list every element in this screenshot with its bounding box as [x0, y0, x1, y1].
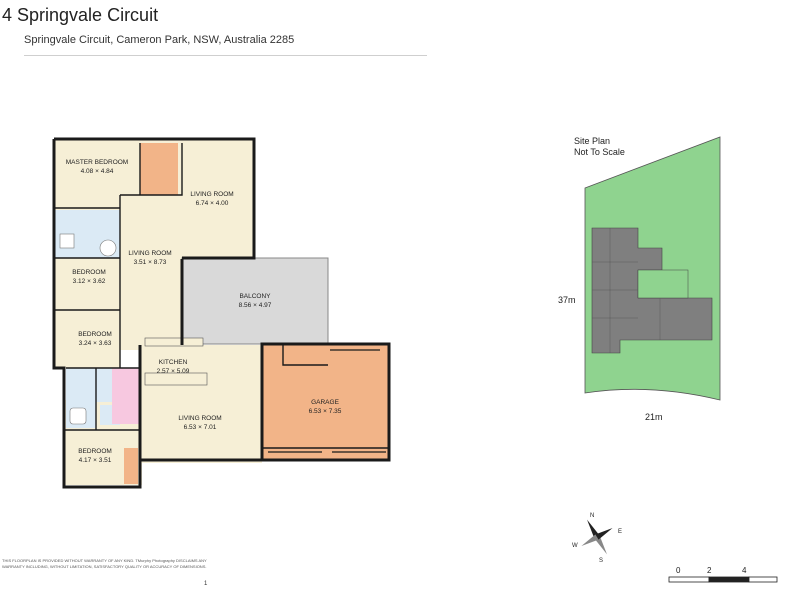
scale-label-4: 4: [742, 566, 747, 575]
living-room-mid-area: [120, 195, 182, 350]
living-room-top-name: LIVING ROOM: [190, 191, 233, 198]
garage-name: GARAGE: [311, 399, 339, 406]
site-balcony: [637, 269, 689, 299]
site-plan-title: Site Plan: [574, 136, 611, 146]
garage-corner: [262, 344, 283, 364]
disclaimer-line-2: WARRANTY INCLUDING, WITHOUT LIMITATION, …: [2, 564, 207, 569]
bedroom-2-name: BEDROOM: [72, 269, 106, 276]
balcony-area: [181, 257, 329, 345]
bathroom: [66, 368, 120, 402]
kitchen-island: [144, 372, 208, 386]
compass-n: N: [590, 513, 594, 519]
kitchen-bench: [144, 337, 204, 347]
internal-walls: [54, 143, 389, 449]
bath-fixture: [69, 407, 87, 425]
header-divider: [24, 55, 427, 56]
bedroom-4-dims: 4.17 × 3.51: [79, 457, 112, 464]
living-room-mid-name: LIVING ROOM: [128, 250, 171, 257]
site-depth-label: 37m: [558, 295, 576, 305]
walls: [52, 137, 391, 489]
compass-w: W: [572, 543, 578, 549]
scale-label-2: 2: [707, 566, 712, 575]
disclaimer-line-1: THIS FLOORPLAN IS PROVIDED WITHOUT WARRA…: [2, 558, 207, 563]
page-title: 4 Springvale Circuit: [2, 5, 159, 25]
disclaimer: THIS FLOORPLAN IS PROVIDED WITHOUT WARRA…: [2, 558, 207, 570]
scale-label-0: 0: [676, 566, 681, 575]
bedroom-4-name: BEDROOM: [78, 448, 112, 455]
scale-bar: [668, 576, 778, 583]
kitchen-dims: 2.57 × 5.09: [157, 368, 190, 375]
compass-s: S: [599, 558, 603, 564]
bedroom-3-name: BEDROOM: [78, 331, 112, 338]
site-plan-subtitle: Not To Scale: [574, 147, 625, 157]
property-address: Springvale Circuit, Cameron Park, NSW, A…: [24, 34, 295, 46]
bedroom-2-area: [54, 258, 120, 310]
master-bedroom-dims: 4.08 × 4.84: [81, 168, 114, 175]
living-room-bottom-area: [140, 345, 262, 463]
page-number: 1: [204, 581, 208, 587]
ensuite-shower-fixture: [59, 233, 75, 249]
living-room-top-dims: 6.74 × 4.00: [196, 200, 229, 207]
bedroom-3-dims: 3.24 × 3.63: [79, 340, 112, 347]
living-room-bottom-dims: 6.53 × 7.01: [184, 424, 217, 431]
hallway: [112, 368, 140, 424]
living-room-mid-dims: 3.51 × 8.73: [134, 259, 167, 266]
kitchen-name: KITCHEN: [159, 359, 188, 366]
balcony-dims: 8.56 × 4.97: [239, 302, 272, 309]
compass-rose: [581, 519, 613, 555]
site-plan: [584, 136, 721, 401]
master-bedroom-name: MASTER BEDROOM: [66, 159, 128, 166]
garage-doors: [268, 349, 386, 453]
site-building-walls: [592, 228, 661, 353]
floorplan: MASTER BEDROOM 4.08 × 4.84 LIVING ROOM 6…: [52, 137, 391, 489]
compass-e: E: [618, 529, 622, 535]
balcony-name: BALCONY: [239, 293, 271, 300]
site-width-label: 21m: [645, 412, 663, 422]
bedroom-3-area: [54, 310, 120, 368]
walk-in-robe: [140, 143, 178, 195]
garage-dims: 6.53 × 7.35: [309, 408, 342, 415]
bedroom-4-robe: [124, 448, 138, 484]
bedroom-2-dims: 3.12 × 3.62: [73, 278, 106, 285]
living-room-bottom-name: LIVING ROOM: [178, 415, 221, 422]
ensuite-bath-fixture: [99, 239, 117, 257]
